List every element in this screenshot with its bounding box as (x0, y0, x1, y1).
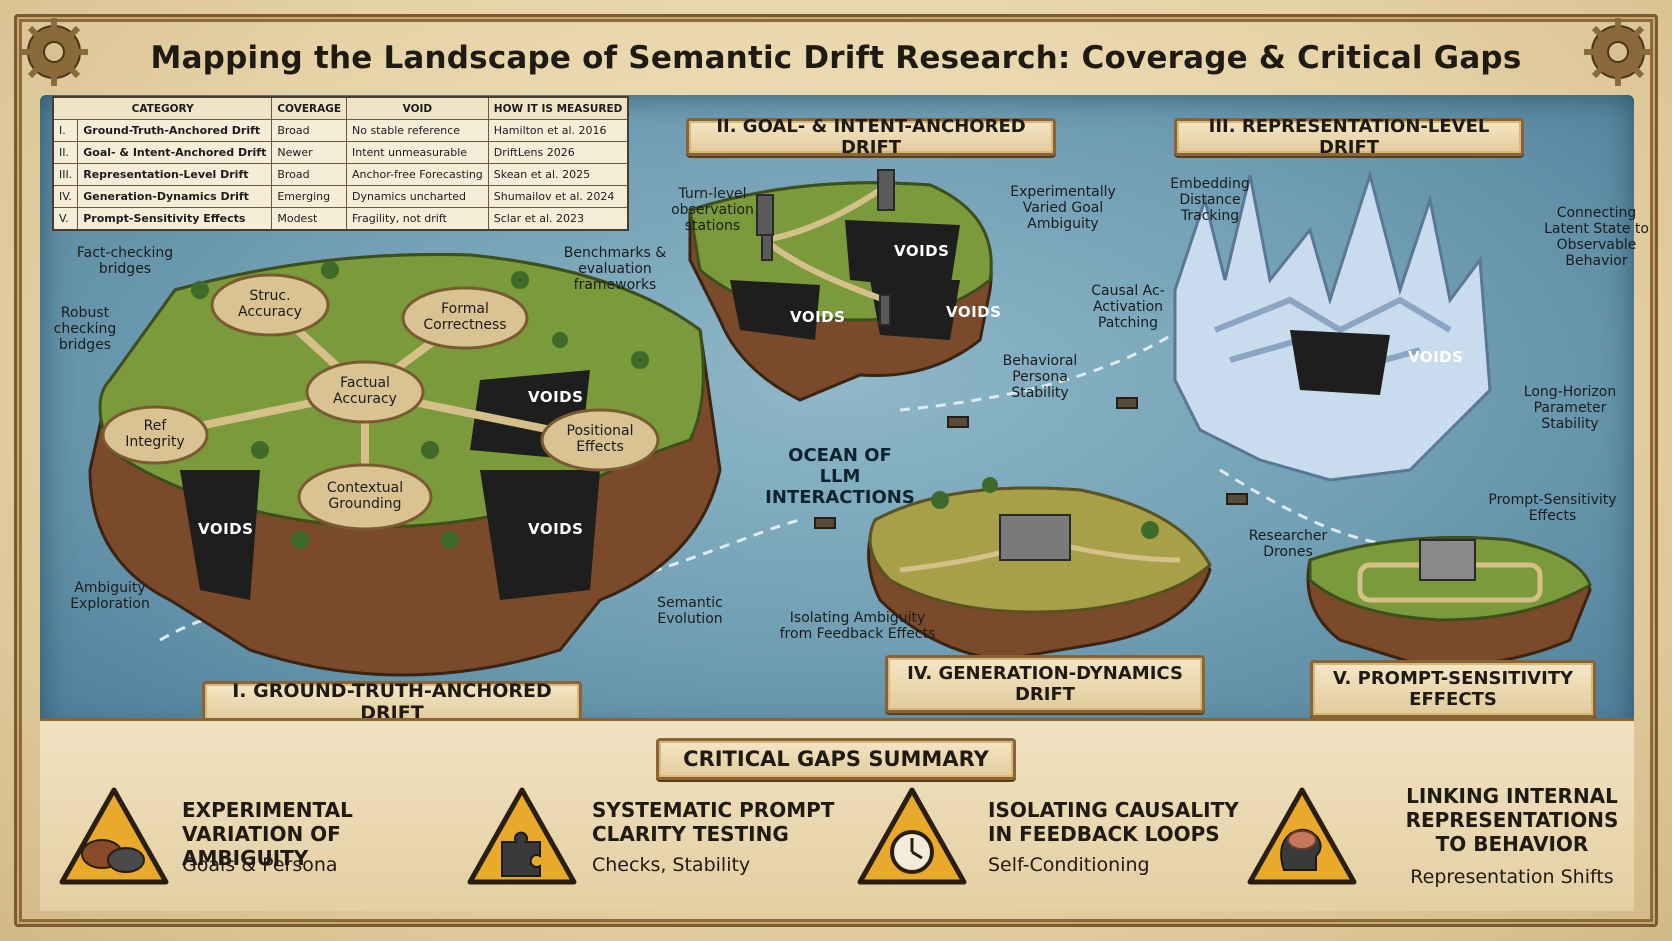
row-measured: Sclar et al. 2023 (487, 207, 629, 231)
gap-subtitle: Self-Conditioning (988, 854, 1150, 876)
node-struc-accuracy: Struc.Accuracy (238, 288, 302, 320)
void-label: VOIDS (528, 520, 584, 538)
row-number: IV. (52, 185, 79, 208)
row-measured: Hamilton et al. 2016 (487, 119, 629, 142)
row-void: No stable reference (346, 119, 489, 142)
table-row: I. Ground-Truth-Anchored Drift Broad No … (52, 119, 629, 142)
row-measured: Skean et al. 2025 (487, 163, 629, 186)
row-category: Representation-Level Drift (77, 163, 273, 186)
void-label: VOIDS (198, 520, 254, 538)
void-label: VOIDS (528, 388, 584, 406)
row-category: Ground-Truth-Anchored Drift (77, 119, 273, 142)
gap-subtitle: Representation Shifts (1410, 866, 1614, 888)
table-row: V. Prompt-Sensitivity Effects Modest Fra… (52, 207, 629, 231)
island-representation (1173, 169, 1492, 482)
drone-path (1219, 468, 1441, 547)
island-goal-intent (688, 169, 993, 402)
row-number: II. (52, 141, 79, 164)
clock-icon (857, 787, 967, 885)
column-header: COVERAGE (271, 96, 347, 120)
column-header: VOID (346, 96, 489, 120)
table-row: II. Goal- & Intent-Anchored Drift Newer … (52, 141, 629, 164)
row-category: Goal- & Intent-Anchored Drift (77, 141, 273, 164)
page-title: Mapping the Landscape of Semantic Drift … (150, 40, 1522, 76)
row-number: III. (52, 163, 79, 186)
row-number: I. (52, 119, 79, 142)
island-prompt-sensitivity (1306, 536, 1592, 668)
banner-representation: III. REPRESENTATION-LEVEL DRIFT (1174, 116, 1524, 158)
banner-ground-truth: I. GROUND-TRUTH-ANCHORED DRIFT (202, 680, 582, 724)
row-coverage: Broad (271, 163, 347, 186)
row-measured: Shumailov et al. 2024 (487, 185, 629, 208)
row-coverage: Modest (271, 207, 347, 231)
gap-subtitle: Goals & Persona (182, 854, 338, 876)
gear-icon (20, 18, 88, 86)
island-generation-dynamics (867, 477, 1212, 662)
speech-bubbles-icon (59, 787, 169, 885)
gap-subtitle: Checks, Stability (592, 854, 751, 876)
void-label: VOIDS (894, 242, 950, 260)
column-header: CATEGORY (52, 96, 273, 120)
row-number: V. (52, 207, 79, 231)
researcher-drones (814, 397, 1248, 529)
drone-path (899, 328, 1181, 412)
table-header-row: CATEGORY COVERAGE VOID HOW IT IS MEASURE… (52, 96, 629, 120)
void-label: VOIDS (946, 303, 1002, 321)
coverage-table: CATEGORY COVERAGE VOID HOW IT IS MEASURE… (52, 96, 630, 231)
row-void: Dynamics uncharted (346, 185, 489, 208)
row-category: Prompt-Sensitivity Effects (77, 207, 273, 231)
row-coverage: Broad (271, 119, 347, 142)
row-coverage: Emerging (271, 185, 347, 208)
puzzle-icon (467, 787, 577, 885)
row-measured: DriftLens 2026 (487, 141, 629, 164)
brain-head-icon (1247, 787, 1357, 885)
row-void: Fragility, not drift (346, 207, 489, 231)
ornate-frame (14, 14, 1658, 927)
column-header: HOW IT IS MEASURED (487, 96, 629, 120)
table-row: IV. Generation-Dynamics Drift Emerging D… (52, 185, 629, 208)
gear-icon (1584, 18, 1652, 86)
row-void: Anchor-free Forecasting (346, 163, 489, 186)
row-void: Intent unmeasurable (346, 141, 489, 164)
row-category: Generation-Dynamics Drift (77, 185, 273, 208)
void-label: VOIDS (790, 308, 846, 326)
island-ground-truth (88, 252, 722, 677)
critical-gaps-title: CRITICAL GAPS SUMMARY (656, 738, 1016, 780)
void-label: VOIDS (1408, 348, 1464, 366)
banner-goal-intent: II. GOAL- & INTENT-ANCHORED DRIFT (686, 116, 1056, 158)
row-coverage: Newer (271, 141, 347, 164)
table-row: III. Representation-Level Drift Broad An… (52, 163, 629, 186)
